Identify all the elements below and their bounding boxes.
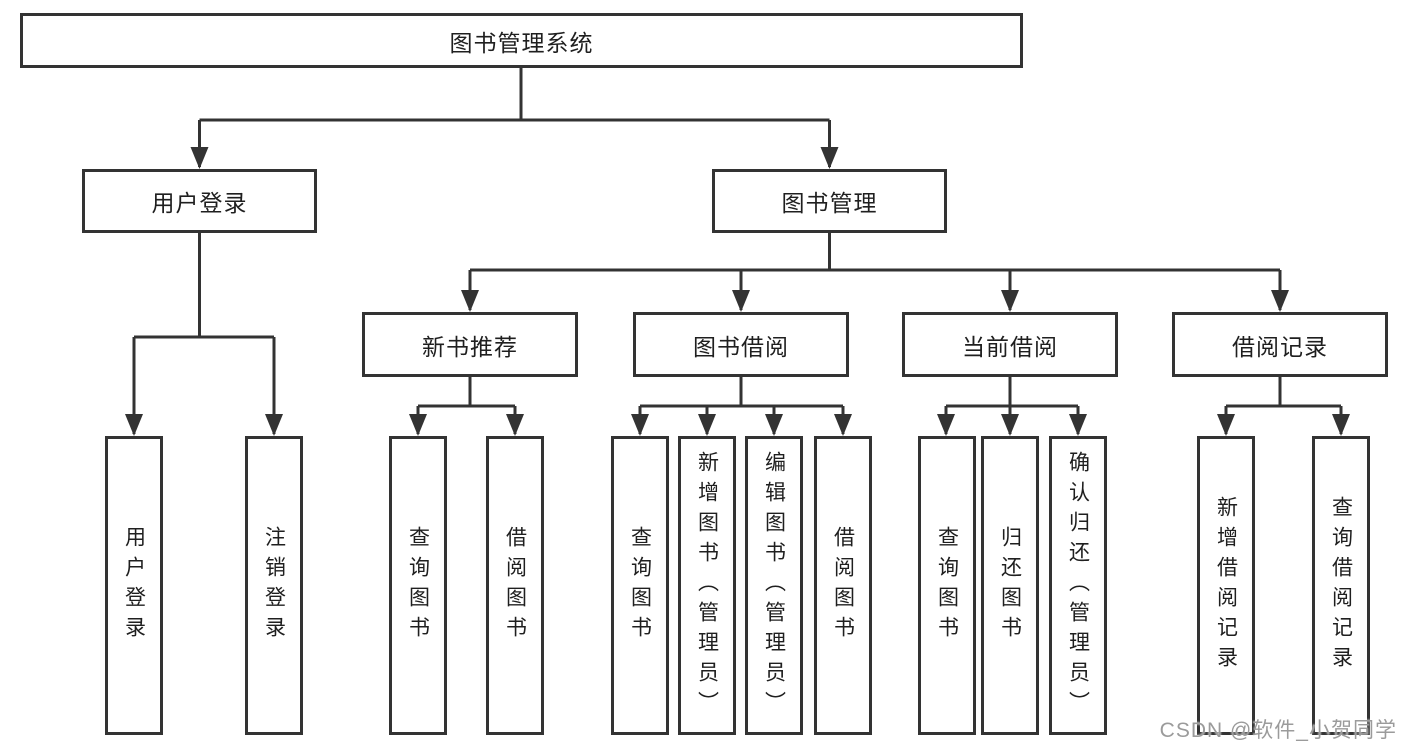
leaf-label: 新增借阅记录 — [1214, 495, 1238, 676]
leaf-label: 查询图书 — [406, 525, 430, 646]
leaf-label: 注销登录 — [262, 525, 286, 646]
arrowheads — [125, 147, 1350, 436]
leaf-add-book-admin: 新增图书（管理员） — [678, 436, 736, 735]
leaf-label: 查询图书 — [935, 525, 959, 646]
leaf-label: 用户登录 — [122, 525, 146, 646]
leaf-confirm-return-admin: 确认归还（管理员） — [1049, 436, 1107, 735]
node-book-management: 图书管理 — [712, 169, 947, 233]
leaf-query-borrow-record: 查询借阅记录 — [1312, 436, 1370, 735]
node-borrow-records: 借阅记录 — [1172, 312, 1388, 377]
leaf-label: 新增图书（管理员） — [695, 450, 719, 721]
leaf-logout: 注销登录 — [245, 436, 303, 735]
leaf-label: 查询图书 — [628, 525, 652, 646]
leaf-edit-book-admin: 编辑图书（管理员） — [745, 436, 803, 735]
leaf-label: 归还图书 — [998, 525, 1022, 646]
node-user-login: 用户登录 — [82, 169, 317, 233]
node-book-borrow: 图书借阅 — [633, 312, 849, 377]
leaf-label: 借阅图书 — [503, 525, 527, 646]
leaf-query-books-recommend: 查询图书 — [389, 436, 447, 735]
leaf-query-books-borrow: 查询图书 — [611, 436, 669, 735]
leaf-label: 借阅图书 — [831, 525, 855, 646]
node-library-management-system: 图书管理系统 — [20, 13, 1023, 68]
leaf-query-books-current: 查询图书 — [918, 436, 976, 735]
leaf-borrow-books: 借阅图书 — [814, 436, 872, 735]
leaf-borrow-books-recommend: 借阅图书 — [486, 436, 544, 735]
leaf-user-login: 用户登录 — [105, 436, 163, 735]
node-current-borrow: 当前借阅 — [902, 312, 1118, 377]
leaf-label: 查询借阅记录 — [1329, 495, 1353, 676]
csdn-watermark: CSDN @软件_小贺同学 — [1159, 719, 1397, 742]
leaf-label: 确认归还（管理员） — [1066, 450, 1090, 721]
node-new-book-recommend: 新书推荐 — [362, 312, 578, 377]
leaf-add-borrow-record: 新增借阅记录 — [1197, 436, 1255, 735]
leaf-label: 编辑图书（管理员） — [762, 450, 786, 721]
leaf-return-book: 归还图书 — [981, 436, 1039, 735]
